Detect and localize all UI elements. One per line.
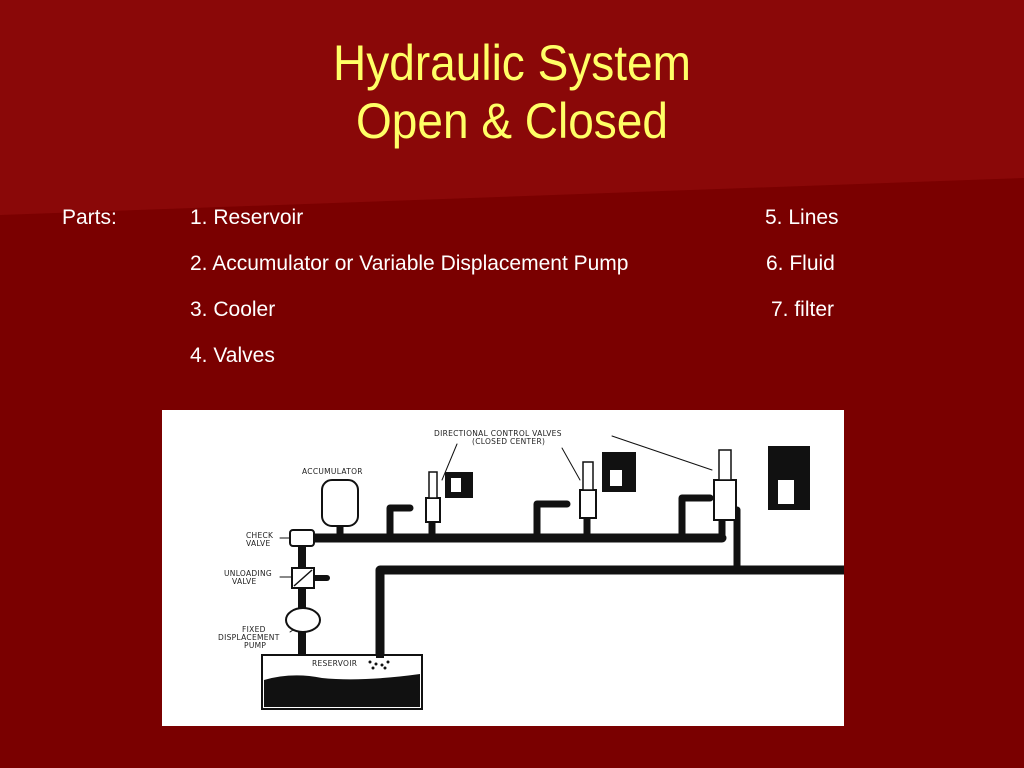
title-line-1: Hydraulic System	[333, 35, 691, 91]
directional-control-valve-3	[713, 446, 810, 521]
label-fixed-pump-3: PUMP	[244, 641, 267, 650]
directional-control-valve-1	[425, 471, 473, 523]
label-check-valve-2: VALVE	[246, 539, 271, 548]
part-item-6: 6. Fluid	[766, 252, 835, 275]
slide-title: Hydraulic System Open & Closed	[41, 34, 983, 150]
part-item-2: 2. Accumulator or Variable Displacement …	[190, 252, 629, 275]
label-fixed-pump-2: DISPLACEMENT	[218, 633, 280, 642]
check-valve	[289, 529, 315, 547]
hydraulic-schematic	[261, 435, 844, 710]
part-item-7: 7. filter	[771, 298, 835, 321]
label-closed-center: (CLOSED CENTER)	[472, 437, 546, 446]
part-item-5: 5. Lines	[765, 206, 839, 229]
fixed-displacement-pump	[285, 607, 321, 633]
valve-3-loop	[678, 494, 714, 542]
label-unloading-valve-1: UNLOADING	[224, 569, 273, 578]
label-fixed-pump-1: FIXED	[242, 625, 266, 634]
valve-1-loop	[386, 504, 414, 542]
leader-dcv-1	[441, 443, 458, 481]
leader-dcv-3	[611, 435, 713, 471]
return-line	[375, 565, 844, 660]
accumulator-tank	[321, 479, 359, 527]
return-spray-icon	[368, 650, 390, 670]
leader-dcv-2	[561, 447, 581, 481]
valve-2-loop	[533, 500, 571, 542]
label-reservoir: RESERVOIR	[312, 659, 358, 668]
reservoir-tank	[261, 654, 423, 710]
part-item-3: 3. Cooler	[190, 298, 276, 321]
title-line-2: Open & Closed	[356, 93, 668, 149]
directional-control-valve-2	[579, 452, 636, 519]
label-directional-control-valves: DIRECTIONAL CONTROL VALVES	[434, 429, 562, 438]
label-unloading-valve-2: VALVE	[232, 577, 257, 586]
parts-label: Parts:	[62, 206, 117, 229]
hydraulic-diagram: DIRECTIONAL CONTROL VALVES (CLOSED CENTE…	[162, 410, 844, 726]
part-item-4: 4. Valves	[190, 344, 275, 367]
part-item-1: 1. Reservoir	[190, 206, 304, 229]
label-check-valve-1: CHECK	[246, 531, 274, 540]
label-accumulator: ACCUMULATOR	[302, 467, 363, 476]
